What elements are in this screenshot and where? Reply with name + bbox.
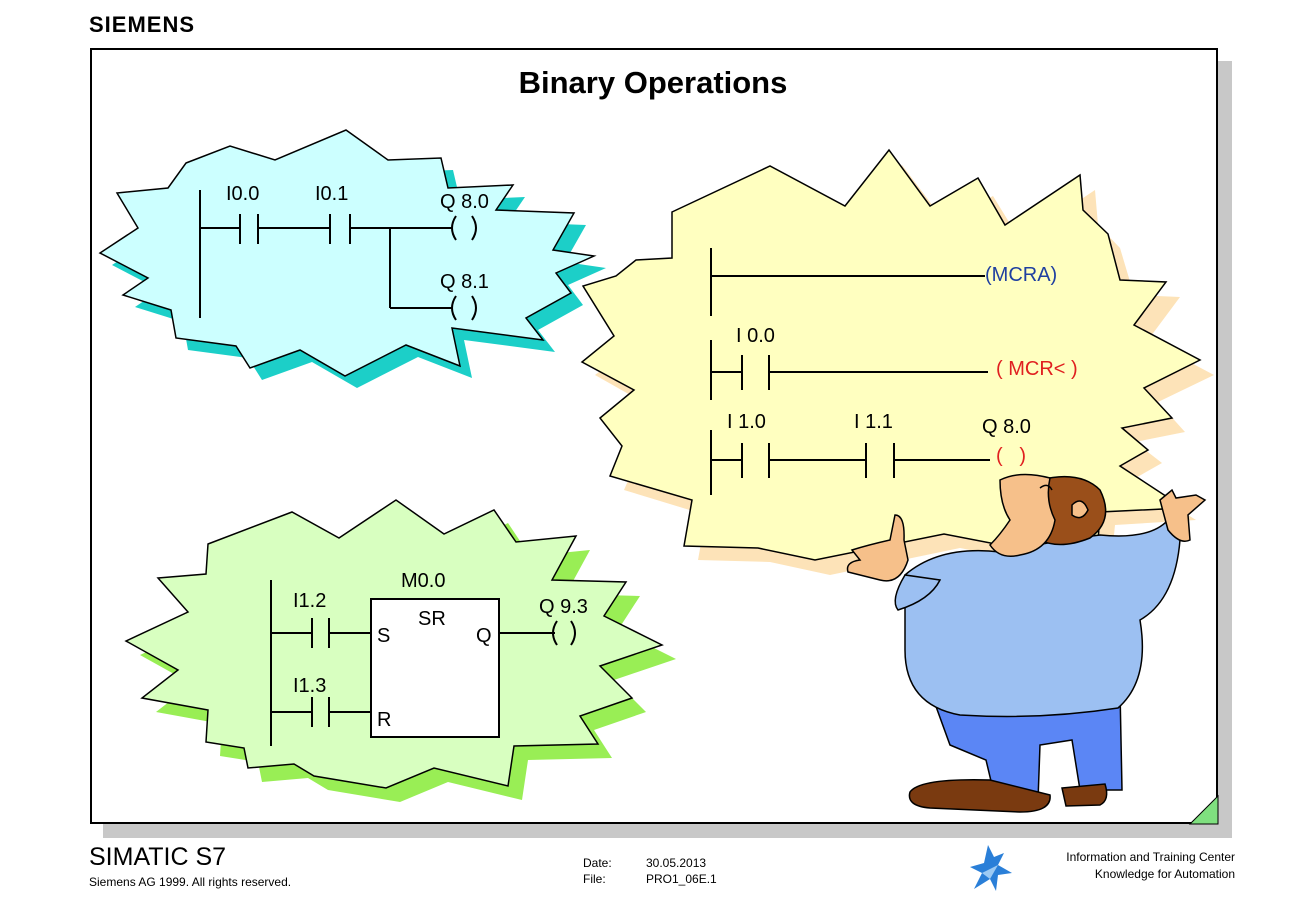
coil-q93-right (570, 620, 576, 646)
burst-right-fill (580, 148, 1202, 561)
man-shoe-right (1061, 783, 1108, 807)
label-m00: M0.0 (401, 570, 445, 592)
man-face (989, 473, 1056, 557)
coil-q81-left (451, 295, 457, 321)
label-pin-r: R (377, 709, 391, 731)
burst-right (580, 148, 1214, 575)
coil-q80-left (451, 215, 457, 241)
date-value: 30.05.2013 (646, 856, 707, 870)
label-q81: Q 8.1 (440, 271, 489, 293)
itc-line1: Information and Training Center (1066, 850, 1235, 864)
page-corner (1188, 794, 1219, 825)
label-q80: Q 8.0 (440, 191, 489, 213)
label-sr: SR (418, 608, 446, 630)
ladder-right (710, 248, 990, 495)
label-i12: I1.2 (293, 590, 326, 612)
date-label: Date: (583, 856, 612, 870)
coil-q81-right (471, 295, 477, 321)
label-pin-s: S (377, 625, 390, 647)
man-ear (1071, 500, 1089, 519)
label-q93: Q 9.3 (539, 596, 588, 618)
label-i11: I 1.1 (854, 411, 893, 433)
ladder-bottom-left (270, 580, 576, 746)
siemens-logo: SIEMENS (89, 12, 196, 37)
label-mcra: (MCRA) (985, 264, 1057, 286)
itc-logo-icon (970, 845, 1012, 891)
label-i00-right: I 0.0 (736, 325, 775, 347)
sr-block (370, 598, 500, 738)
man-shoe-left (908, 779, 1051, 813)
man-eye (1039, 484, 1053, 491)
man-hand-left (846, 514, 909, 582)
man-sleeve-left (894, 574, 942, 611)
coil-q80-right (471, 215, 477, 241)
coil-q80-right: ( ) (996, 445, 1026, 467)
file-label: File: (583, 872, 606, 886)
slide-title: Binary Operations (519, 65, 788, 100)
file-value: PRO1_06E.1 (646, 872, 717, 886)
label-i10: I 1.0 (727, 411, 766, 433)
man-hand-right (1159, 488, 1207, 542)
label-i01: I0.1 (315, 183, 348, 205)
coil-q93-left (552, 620, 558, 646)
label-pin-q: Q (476, 625, 492, 647)
label-mcr-open: ( MCR< ) (996, 358, 1078, 380)
label-i00: I0.0 (226, 183, 259, 205)
footer-copyright: Siemens AG 1999. All rights reserved. (89, 875, 292, 889)
burst-top-left (98, 129, 606, 388)
burst-top-left-fill (98, 129, 597, 377)
label-q80-right: Q 8.0 (982, 416, 1031, 438)
itc-line2: Knowledge for Automation (1094, 867, 1235, 881)
label-i13: I1.3 (293, 675, 326, 697)
ladder-top-left (199, 190, 477, 321)
footer-product: SIMATIC S7 (89, 843, 227, 871)
itc-text: Information and Training Center Knowledg… (1066, 849, 1235, 883)
cartoon-man-illustration (846, 473, 1207, 813)
man-trousers (928, 689, 1123, 803)
